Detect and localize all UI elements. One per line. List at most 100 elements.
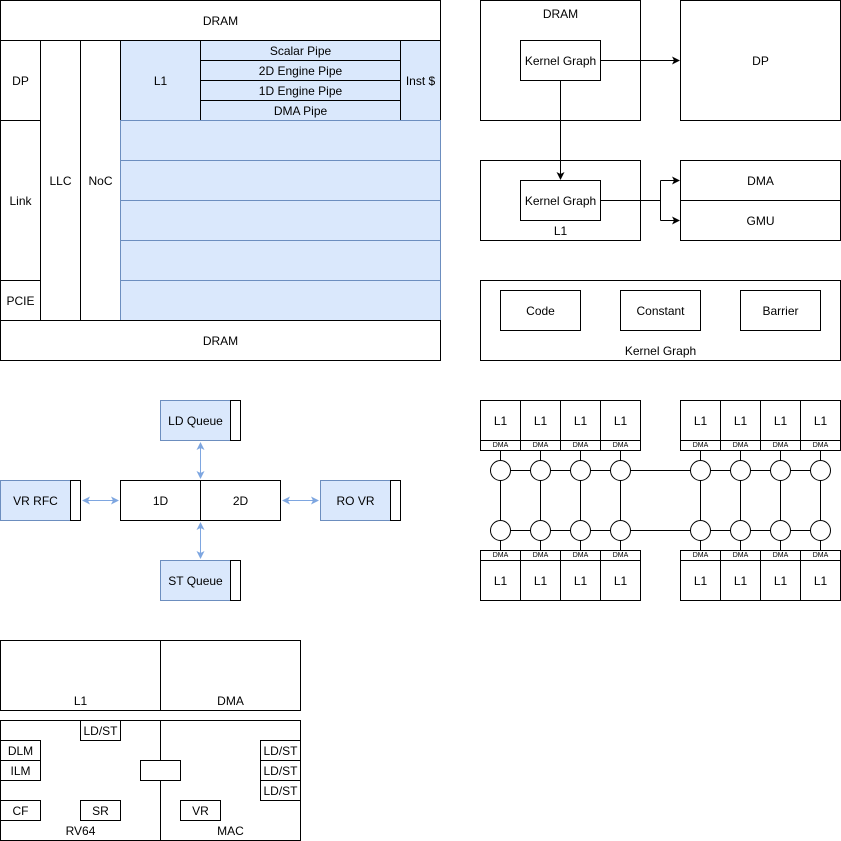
mesh-l1-top-label: L1 — [733, 413, 748, 428]
router-node — [770, 460, 791, 481]
code-label: Code — [526, 303, 555, 318]
llc-block: LLC — [40, 40, 81, 321]
mesh-l1-top: L1 — [600, 400, 641, 441]
gmu-label: GMU — [746, 213, 775, 228]
engine-1d: 1D — [120, 480, 201, 521]
st-queue-tail — [230, 560, 241, 601]
mesh-l1-top-label: L1 — [813, 413, 828, 428]
router-node — [690, 520, 711, 541]
mesh-dma-top-label: DMA — [772, 442, 789, 449]
mesh-dma-top-label: DMA — [532, 442, 549, 449]
dp-label: DP — [12, 73, 29, 88]
mesh-l1-bottom-label: L1 — [733, 573, 748, 588]
router-node — [530, 520, 551, 541]
inst-cache: Inst $ — [400, 40, 441, 121]
l1-label: L1 — [553, 224, 568, 238]
ld-st-label: LD/ST — [263, 763, 298, 778]
ld-st-mac: LD/ST — [260, 780, 301, 801]
dlm-label: DLM — [7, 743, 34, 758]
mesh-l1-top-label: L1 — [773, 413, 788, 428]
ld-st-mac: LD/ST — [260, 760, 301, 781]
router-node — [490, 520, 511, 541]
mesh-dma-bottom-label: DMA — [812, 552, 829, 559]
engine-2d: 2D — [200, 480, 281, 521]
dram-top-label: DRAM — [202, 13, 239, 28]
router-node — [690, 460, 711, 481]
vr-label: VR — [192, 803, 209, 818]
ro-vr-tail — [390, 480, 401, 521]
kernel-graph-label: Kernel Graph — [524, 53, 597, 68]
engine-1d-label: 1D — [152, 493, 169, 508]
dp-block: DP — [0, 40, 41, 121]
noc-label: NoC — [88, 173, 113, 188]
mesh-dma-bottom-label: DMA — [532, 552, 549, 559]
mesh-dma-top-label: DMA — [732, 442, 749, 449]
dma-label: DMA — [747, 173, 774, 188]
ilm-block: ILM — [0, 760, 41, 781]
mesh-l1-bottom-label: L1 — [573, 573, 588, 588]
mesh-l1-bottom: L1 — [760, 560, 801, 601]
ld-queue-label: LD Queue — [168, 413, 223, 428]
core-l1: L1 — [0, 640, 161, 711]
dram-top: DRAM — [0, 0, 441, 41]
mesh-dma-bottom-label: DMA — [492, 552, 509, 559]
dma-pipe: DMA Pipe — [200, 100, 401, 121]
kernel-graph-label: Kernel Graph — [524, 193, 597, 208]
core-l1-label: L1 — [73, 694, 88, 708]
router-node — [610, 460, 631, 481]
mesh-l1-top-label: L1 — [573, 413, 588, 428]
st-queue: ST Queue — [160, 560, 231, 601]
cf-block: CF — [0, 800, 41, 821]
vr-rfc-tail — [70, 480, 81, 521]
pcie-label: PCIE — [6, 293, 35, 308]
code-block: Code — [500, 290, 581, 331]
mesh-l1-bottom: L1 — [720, 560, 761, 601]
router-node — [490, 460, 511, 481]
vr-block: VR — [180, 800, 221, 821]
mesh-l1-bottom-label: L1 — [813, 573, 828, 588]
link-label: Link — [9, 193, 32, 208]
router-node — [530, 460, 551, 481]
ro-vr-label: RO VR — [336, 493, 375, 508]
mesh-dma-bottom-label: DMA — [732, 552, 749, 559]
mesh-l1-top: L1 — [480, 400, 521, 441]
router-node — [810, 520, 831, 541]
mesh-l1-bottom-label: L1 — [493, 573, 508, 588]
mesh-dma-top-label: DMA — [492, 442, 509, 449]
mac-label: MAC — [217, 824, 244, 838]
core-dma: DMA — [160, 640, 301, 711]
mesh-dma-bottom-label: DMA — [612, 552, 629, 559]
mesh-dma-top-label: DMA — [572, 442, 589, 449]
ld-queue-tail — [230, 400, 241, 441]
mesh-dma-bottom-label: DMA — [772, 552, 789, 559]
mesh-dma-bottom-label: DMA — [692, 552, 709, 559]
ld-st-label: LD/ST — [263, 783, 298, 798]
mesh-l1-top-label: L1 — [533, 413, 548, 428]
engine-2d-label: 2D — [232, 493, 249, 508]
ilm-label: ILM — [10, 763, 31, 778]
mesh-l1-bottom: L1 — [480, 560, 521, 601]
mesh-l1-top-label: L1 — [493, 413, 508, 428]
ld-queue: LD Queue — [160, 400, 231, 441]
mesh-l1-bottom: L1 — [600, 560, 641, 601]
ro-vr: RO VR — [320, 480, 391, 521]
pipe-label: DMA Pipe — [273, 103, 328, 118]
rv64-label: RV64 — [65, 824, 96, 838]
cf-label: CF — [12, 803, 29, 818]
mesh-l1-top: L1 — [520, 400, 561, 441]
pipe-label: Scalar Pipe — [269, 43, 332, 58]
mesh-l1-top-label: L1 — [613, 413, 628, 428]
link-block: Link — [0, 120, 41, 281]
sr-label: SR — [92, 803, 109, 818]
l1-block: L1 — [120, 40, 201, 121]
dram-bottom-label: DRAM — [202, 333, 239, 348]
mesh-l1-bottom-label: L1 — [613, 573, 628, 588]
mesh-dma-top-label: DMA — [812, 442, 829, 449]
pipe-label: 2D Engine Pipe — [258, 63, 343, 78]
l1-label: L1 — [153, 73, 168, 88]
mesh-dma-top-label: DMA — [612, 442, 629, 449]
kernel-graph-dram: Kernel Graph — [520, 40, 601, 81]
mesh-network — [490, 451, 831, 550]
mesh-dma-top: DMA — [600, 440, 641, 451]
